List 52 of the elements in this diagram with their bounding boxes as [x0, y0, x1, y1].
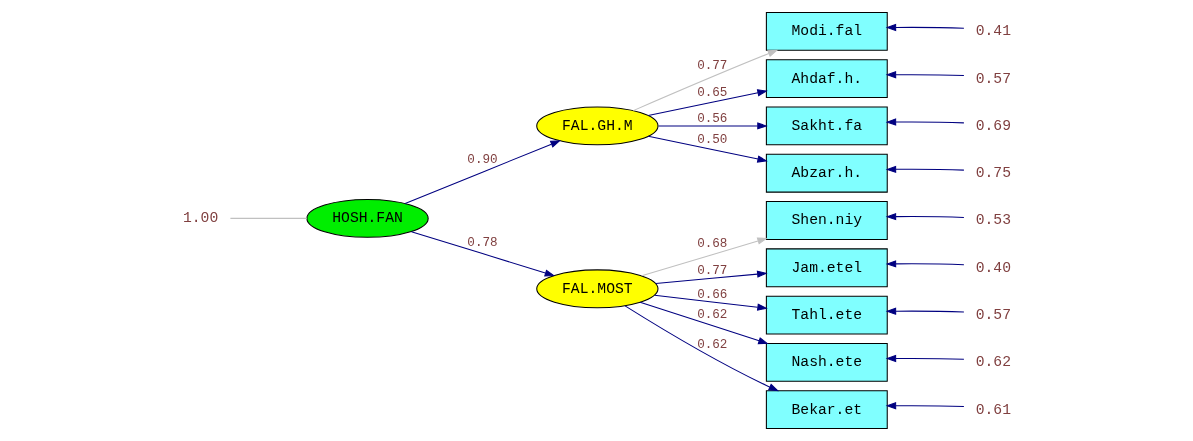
node-text: 0.57 [975, 70, 1011, 87]
arrow [885, 307, 964, 315]
edge-label: 0.77 [696, 58, 727, 73]
arrow [654, 270, 768, 285]
node-box: Ahdaf.h. [765, 59, 888, 99]
node-box: Modi.fal [765, 11, 888, 51]
arrow [632, 49, 778, 112]
arrow [885, 71, 964, 79]
edge-label: 0.62 [696, 338, 727, 353]
node-text: 0.57 [975, 306, 1011, 323]
arrow [640, 237, 768, 277]
node-text: 0.40 [975, 259, 1011, 276]
arrow [410, 231, 555, 277]
node-text: 0.62 [975, 354, 1011, 371]
edge-label: 0.90 [466, 153, 498, 168]
edge-label: 0.65 [696, 86, 727, 101]
node-text: 0.53 [975, 212, 1011, 229]
node-box: Abzar.h. [765, 153, 888, 193]
arrow [885, 212, 964, 221]
node-box: Shen.niy [765, 201, 888, 240]
node-text: 0.41 [975, 23, 1011, 40]
arrow [647, 89, 768, 117]
edge-label: 0.66 [696, 287, 727, 302]
edge-label: 0.62 [696, 307, 727, 322]
arrow [624, 305, 779, 392]
arrow [885, 354, 964, 363]
node-box: Tahl.ete [765, 295, 888, 335]
node-ellipse: HOSH.FAN [305, 198, 429, 238]
arrow [657, 122, 768, 130]
edge-label: 0.78 [466, 236, 498, 251]
node-text: 1.00 [182, 210, 218, 227]
arrow [647, 135, 768, 163]
edge-label: 0.77 [696, 263, 727, 278]
node-box: Nash.ete [765, 342, 888, 382]
arrow [885, 402, 964, 410]
connector [229, 217, 307, 219]
arrow [885, 165, 964, 173]
arrow [404, 140, 561, 205]
edge-label: 0.50 [696, 133, 727, 148]
node-text: 0.75 [975, 165, 1011, 182]
node-box: Sakht.fa [765, 106, 888, 146]
node-box: Bekar.et [765, 390, 888, 430]
edge-label: 0.68 [696, 237, 727, 252]
edge-label: 0.56 [696, 112, 727, 127]
arrow [653, 294, 768, 311]
arrow [639, 301, 769, 345]
node-text: 0.61 [975, 401, 1011, 418]
arrow [885, 260, 964, 268]
node-box: Jam.etel [765, 248, 888, 288]
node-text: 0.69 [975, 117, 1011, 134]
arrow [885, 118, 964, 126]
arrow [885, 23, 964, 32]
